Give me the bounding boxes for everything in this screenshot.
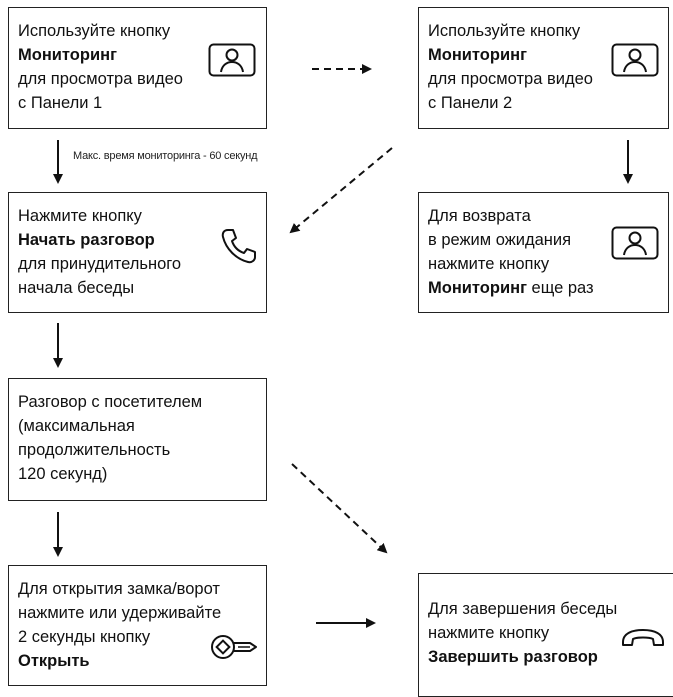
step-monitor-panel-2 (418, 7, 669, 129)
monitor-icon (208, 43, 256, 77)
monitor-icon (611, 43, 659, 77)
button-name: Открыть (18, 652, 90, 670)
step-talk-text: Разговор с посетителем (максимальная про… (18, 390, 202, 486)
text-line: Используйте кнопку (18, 22, 171, 40)
text-line: Используйте кнопку (428, 22, 581, 40)
text-line: для просмотра видео (18, 70, 183, 88)
text-line: Нажмите кнопку (18, 207, 142, 225)
text-line: Разговор с посетителем (18, 393, 203, 411)
text-line: с Панели 2 (428, 94, 513, 112)
step-start-talk (8, 192, 267, 313)
step-open-lock-text: Для открытия замка/ворот нажмите или уде… (18, 577, 221, 673)
step-monitor-panel-1 (8, 7, 267, 129)
text-line: нажмите кнопку (428, 255, 550, 273)
arrow-monitor2-to-start (289, 147, 393, 234)
text-line: начала беседы (18, 279, 135, 297)
text-line: Для возврата (428, 207, 531, 225)
step-open-lock (8, 565, 267, 686)
arrow-talk-to-end (291, 463, 388, 554)
step-return-standby-text: Для возврата в режим ожидания нажмите кн… (428, 204, 594, 300)
step-monitor-panel-2-text: Используйте кнопку Мониторинг для просмо… (428, 19, 593, 115)
text-line: в режим ожидания (428, 231, 572, 249)
monitor-icon (611, 226, 659, 260)
step-talk (8, 378, 267, 501)
button-name: Мониторинг (428, 279, 527, 297)
text-line: продолжительность (18, 441, 171, 459)
button-name: Мониторинг (18, 46, 117, 64)
text-line: Мониторинг еще раз (428, 276, 594, 300)
text-line: Для завершения беседы (428, 600, 618, 618)
text-line: с Панели 1 (18, 94, 103, 112)
text-line: (максимальная (18, 417, 135, 435)
button-name: Завершить разговор (428, 648, 598, 666)
phone-handset-icon (221, 229, 256, 264)
step-start-talk-text: Нажмите кнопку Начать разговор для прину… (18, 204, 181, 300)
step-end-talk (418, 573, 673, 697)
text-line: 120 секунд) (18, 465, 108, 483)
button-name: Начать разговор (18, 231, 155, 249)
monitoring-time-note: Макс. время мониторинга - 60 секунд (73, 150, 258, 162)
text-fragment: еще раз (526, 279, 594, 297)
step-end-talk-text: Для завершения беседы нажмите кнопку Зав… (428, 597, 617, 669)
key-icon (211, 635, 257, 659)
text-line: для просмотра видео (428, 70, 593, 88)
text-line: 2 секунды кнопку (18, 628, 151, 646)
step-return-standby (418, 192, 669, 313)
step-monitor-panel-1-text: Используйте кнопку Мониторинг для просмо… (18, 19, 183, 115)
button-name: Мониторинг (428, 46, 527, 64)
text-line: нажмите или удерживайте (18, 604, 222, 622)
text-line: для принудительного (18, 255, 182, 273)
text-line: нажмите кнопку (428, 624, 550, 642)
text-line: Для открытия замка/ворот (18, 580, 220, 598)
hang-up-icon (622, 629, 664, 646)
